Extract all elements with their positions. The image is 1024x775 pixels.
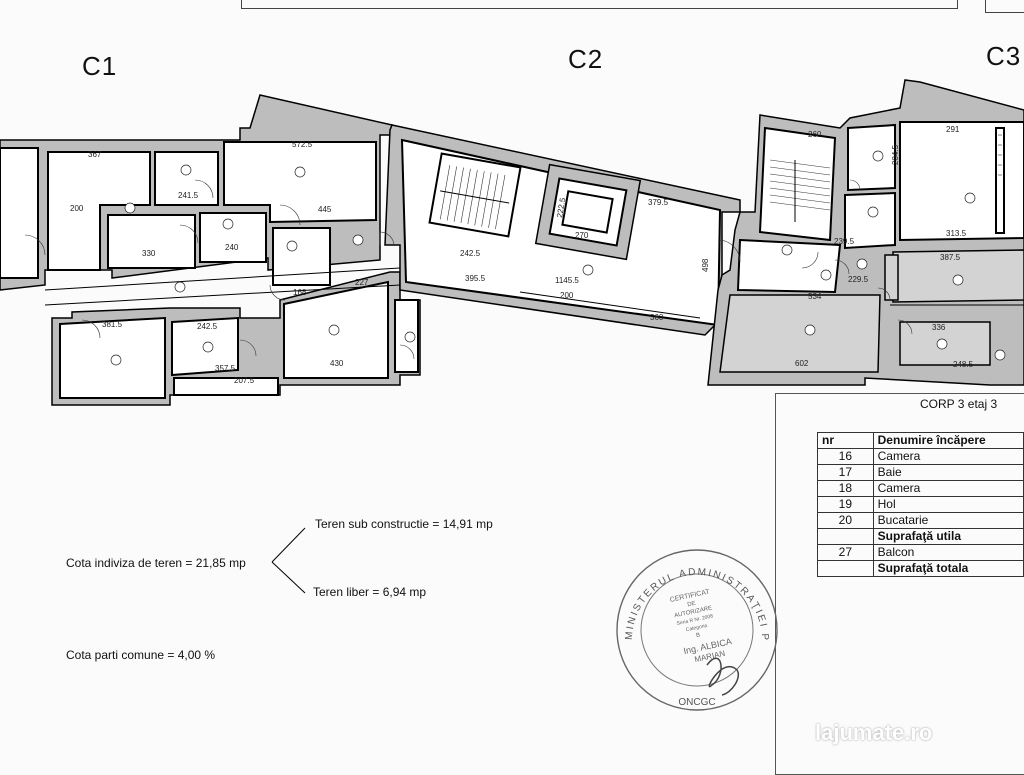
dimension-label: 200	[70, 204, 84, 213]
header-nr: nr	[817, 432, 874, 449]
title-frame	[241, 0, 958, 9]
cell-name: Camera	[872, 448, 1024, 465]
cell-name: Camera	[872, 480, 1024, 497]
dimension-label: 498	[701, 258, 710, 272]
dimension-label: 430	[330, 359, 344, 368]
room-markers	[110, 150, 1006, 366]
dimension-label: 602	[795, 359, 809, 368]
building-c1	[0, 94, 421, 406]
cell-name: Balcon	[872, 544, 1024, 561]
stamp-text: B	[696, 633, 701, 640]
dimension-label: 387.5	[940, 253, 961, 262]
note-teren-liber: Teren liber = 6,94 mp	[313, 585, 427, 599]
dimension-label: 227	[355, 278, 369, 287]
table-row: Suprafaţă utila	[817, 528, 1024, 545]
stamp-text: DE	[687, 601, 696, 609]
cell-nr: 18	[817, 480, 874, 497]
dimension-label: 239.5	[834, 237, 855, 246]
corp-label-c3: C3	[986, 41, 1021, 71]
dimension-label: 248.5	[953, 360, 974, 369]
dimension-label: 395.5	[465, 274, 486, 283]
building-c2	[384, 124, 741, 336]
dimension-label: 242.5	[197, 322, 218, 331]
dimension-label: 534	[808, 292, 822, 301]
legend-title: CORP 3 etaj 3	[920, 397, 998, 411]
note-teren-sub: Teren sub constructie = 14,91 mp	[315, 517, 493, 531]
cell-nr: 19	[817, 496, 874, 513]
dimension-label: 222.5	[555, 197, 567, 219]
building-c3	[707, 79, 1024, 386]
table-row: Suprafaţă totala	[817, 560, 1024, 577]
watermark: lajumate.ro	[815, 720, 933, 745]
dimension-label: 572.5	[292, 140, 313, 149]
cell-nr: 20	[817, 512, 874, 529]
dimension-label: 260	[808, 130, 822, 139]
title-frame-right	[985, 0, 1024, 13]
cell-nr: 16	[817, 448, 874, 465]
dimension-label: 445	[318, 205, 332, 214]
cell-name: Suprafaţă totala	[872, 560, 1024, 577]
cell-nr: 17	[817, 464, 874, 481]
corp-label-c1: C1	[82, 51, 117, 81]
dimension-label: 240	[225, 243, 239, 252]
cell-nr	[817, 560, 874, 577]
dimension-label: 379.5	[648, 198, 669, 207]
dimension-label: 242.5	[460, 249, 481, 258]
cell-name: Bucatarie	[872, 512, 1024, 529]
table-header-row: nr Denumire încăpere	[817, 432, 1024, 449]
dimension-label: 207.5	[234, 376, 255, 385]
cell-name: Baie	[872, 464, 1024, 481]
dimension-label: 270	[575, 231, 589, 240]
cell-name: Hol	[872, 496, 1024, 513]
dimension-label: 241.5	[178, 191, 199, 200]
official-stamp: MINISTERUL ADMINISTRAŢIEI PUBLICE ONCGC …	[612, 545, 778, 711]
dimension-label: 330	[142, 249, 156, 258]
stamp-bottom-text: ONCGC	[678, 697, 715, 708]
dimension-labels: 367 572.5 241.5 200 330 240 445 168 227 …	[70, 125, 974, 385]
header-name: Denumire încăpere	[872, 432, 1024, 449]
dimension-label: 360	[650, 313, 664, 322]
dimension-label: 200	[560, 291, 574, 300]
door-swings	[24, 179, 913, 360]
dimension-label: 357.5	[215, 364, 236, 373]
dimension-label: 367	[88, 150, 102, 159]
dimension-label: 1145.5	[555, 276, 579, 285]
dimension-label: 168	[293, 288, 307, 297]
stamp-text: Categoria	[685, 623, 708, 633]
dimension-label: 291	[946, 125, 960, 134]
dimension-label: 313.5	[946, 229, 967, 238]
dimension-label: 336	[932, 323, 946, 332]
note-branch-lines	[271, 527, 306, 594]
cell-nr	[817, 528, 874, 545]
cell-nr: 27	[817, 544, 874, 561]
corp-label-c2: C2	[568, 44, 603, 74]
note-cota-indiviza: Cota indiviza de teren = 21,85 mp	[66, 556, 246, 570]
note-cota-parti: Cota parti comune = 4,00 %	[66, 648, 216, 662]
cell-name: Suprafaţă utila	[872, 528, 1024, 545]
signature-mark	[706, 657, 739, 696]
dimension-label: 204.5	[891, 144, 900, 165]
dimension-label: 381.5	[102, 320, 123, 329]
dimension-label: 229.5	[848, 275, 869, 284]
